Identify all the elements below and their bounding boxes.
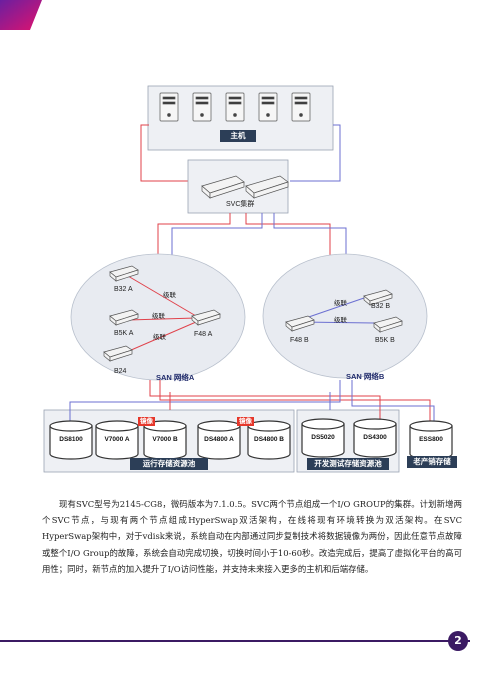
- disk-label: DS4300: [363, 434, 387, 441]
- disk-label: DS5020: [311, 434, 335, 441]
- san-a-cloud: [70, 253, 246, 381]
- san-a-label: SAN 网络A: [156, 373, 195, 382]
- switch-label: F48 A: [194, 331, 213, 338]
- mirror-tag: 镜像: [138, 417, 155, 426]
- svc-node-icons: [201, 175, 289, 199]
- switch-label: B24: [114, 368, 127, 375]
- body-paragraph: 现有SVC型号为2145-CG8，微码版本为7.1.0.5。SVC两个节点组成一…: [42, 499, 462, 574]
- san-b-label: SAN 网络B: [346, 372, 385, 381]
- cascade-label: 级联: [334, 316, 347, 324]
- disk-label: V7000 A: [104, 436, 130, 443]
- disk-label: DS8100: [59, 436, 83, 443]
- switch-icons-a: [103, 265, 221, 362]
- switch-label: B5K B: [375, 337, 395, 344]
- san-architecture-diagram: 主机 SVC集群 B32 A B5K A B24 F48 A 级联 级联 级联 …: [43, 85, 457, 473]
- san-b-cloud: [262, 253, 428, 379]
- host-label: 主机: [220, 130, 256, 142]
- switch-label: B32 A: [114, 286, 133, 293]
- disk-label: ESS800: [419, 436, 443, 443]
- disk-label: DS4800 A: [204, 436, 234, 443]
- disk-label: V7000 B: [152, 436, 178, 443]
- dev-storage-label: 开发测试存储资源池: [307, 458, 389, 470]
- mirror-tag: 镜像: [237, 417, 254, 426]
- link-host-svc-blue: [290, 124, 341, 182]
- link-host-svc-red: [140, 124, 188, 182]
- svc-label: SVC集群: [226, 201, 255, 208]
- run-storage-label: 运行存储资源池: [130, 458, 208, 470]
- cascade-label: 级联: [163, 291, 176, 299]
- switch-label: B5K A: [114, 330, 134, 337]
- disk-cylinders: [49, 418, 453, 460]
- server-icons: [159, 92, 311, 122]
- cascade-label: 级联: [334, 299, 347, 307]
- legacy-storage-label: 老产销存储: [407, 456, 457, 468]
- page-number: 2: [448, 631, 468, 651]
- cascade-label: 级联: [152, 312, 165, 320]
- footer-divider: [0, 640, 470, 642]
- switch-icons-b: [285, 289, 403, 333]
- disk-label: DS4800 B: [254, 436, 284, 443]
- corner-decoration: [0, 0, 42, 30]
- cascade-label: 级联: [153, 333, 166, 341]
- switch-label: F48 B: [290, 337, 309, 344]
- switch-label: B32 B: [371, 303, 391, 310]
